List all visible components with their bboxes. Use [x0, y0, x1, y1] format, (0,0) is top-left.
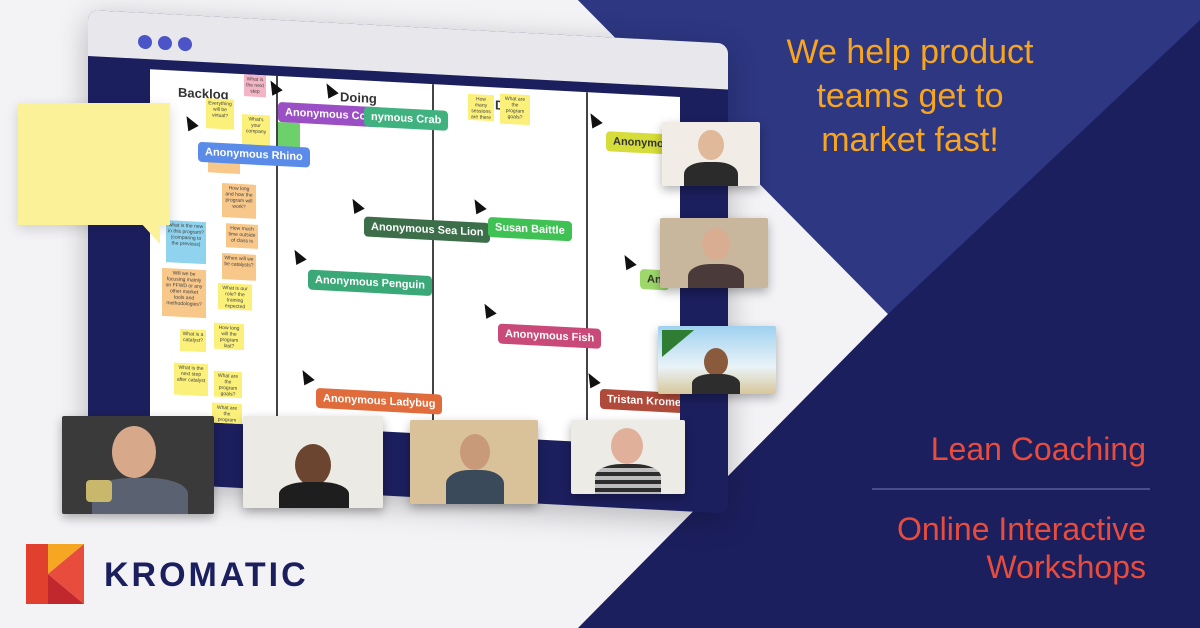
kanban-board[interactable]: Backlog Doing Do Everything will be virt…	[150, 69, 680, 448]
sticky-note[interactable]: What's your company	[242, 114, 270, 146]
participant-video	[62, 416, 214, 514]
sticky-note[interactable]: What is the next step	[244, 74, 266, 98]
participant-face	[611, 428, 643, 464]
participant-body	[446, 470, 504, 504]
brand-name: KROMATIC	[104, 556, 309, 594]
service-lean-coaching: Lean Coaching	[930, 431, 1146, 467]
participant-video	[243, 416, 383, 508]
headline-line: market fast!	[821, 121, 999, 159]
sticky-note[interactable]: How long and how the program will work?	[222, 183, 256, 219]
speech-bubble-sticky	[18, 103, 170, 225]
service-online-workshops: Online Interactive Workshops	[897, 510, 1146, 586]
window-dot-icon[interactable]	[138, 34, 152, 50]
sticky-note[interactable]: What is the next step after catalyst	[174, 362, 208, 397]
sticky-note[interactable]: what is the new in this program? (compar…	[166, 220, 206, 265]
cursor-icon	[321, 80, 339, 99]
cursor-icon	[347, 196, 365, 215]
sticky-note[interactable]: What are the program goals?	[214, 370, 242, 399]
participant-face	[112, 426, 156, 478]
participant-face	[704, 348, 728, 376]
participant-video	[660, 218, 768, 288]
participant-body	[688, 264, 744, 288]
participant-body	[595, 464, 661, 494]
service-line: Workshops	[986, 549, 1146, 585]
participant-video	[662, 122, 760, 186]
palm-tree-icon	[662, 330, 696, 390]
participant-face	[460, 434, 490, 470]
speech-bubble-tail	[140, 222, 160, 244]
cursor-icon	[265, 77, 283, 96]
kromatic-logo-icon	[26, 544, 84, 604]
sticky-note[interactable]: Everything will be virtual?	[206, 98, 234, 130]
cursor-icon	[479, 300, 497, 319]
participant-body	[279, 482, 349, 508]
cursor-icon	[289, 247, 307, 265]
participant-video	[410, 420, 538, 504]
cursor-tag: Susan Baittle	[488, 216, 572, 242]
service-line: Online Interactive	[896, 511, 1146, 547]
column-title-doing: Doing	[340, 89, 377, 107]
participant-face	[698, 130, 724, 160]
participant-video	[658, 326, 776, 394]
service-divider	[872, 488, 1150, 490]
sticky-note[interactable]: What is our role? the training expected	[218, 282, 252, 311]
sticky-note[interactable]: How long will the program last?	[214, 322, 244, 351]
cursor-tag: Anonymous Ladybug	[316, 387, 443, 415]
headline-line: We help product	[786, 33, 1034, 71]
participant-face	[702, 228, 730, 260]
column-divider	[586, 92, 588, 443]
sticky-note[interactable]: How many sessions are there going to be?	[468, 93, 494, 122]
participant-face	[295, 444, 331, 486]
cursor-tag: Anonymous Penguin	[308, 269, 432, 297]
participant-body	[692, 374, 740, 394]
column-divider	[432, 84, 434, 435]
window-dot-icon[interactable]	[158, 35, 172, 51]
headline-line: teams get to	[816, 77, 1004, 115]
cursor-tag: Anonymous Sea Lion	[364, 216, 491, 244]
headline: We help product teams get to market fast…	[740, 30, 1080, 162]
sticky-note[interactable]: Will we be focusing mainly on FFWD or an…	[162, 267, 206, 319]
participant-video	[571, 420, 685, 494]
sticky-note[interactable]: What are the program goals?	[500, 93, 530, 126]
sticky-note[interactable]: What is a catalyst?	[180, 328, 206, 353]
cursor-icon	[297, 367, 315, 386]
mug-icon	[86, 480, 112, 502]
cursor-icon	[619, 252, 637, 271]
sticky-note[interactable]: How much time outside of class is	[226, 223, 258, 249]
cursor-icon	[181, 113, 199, 132]
cursor-tag: nymous Crab	[364, 106, 449, 131]
sticky-note[interactable]: When will we be catalysts?	[222, 253, 256, 281]
navy-panel-highlight	[578, 0, 1200, 314]
participant-body	[684, 162, 738, 186]
cursor-tag: Anonymous Fish	[498, 323, 602, 349]
window-dot-icon[interactable]	[178, 36, 192, 52]
cursor-icon	[469, 196, 487, 215]
